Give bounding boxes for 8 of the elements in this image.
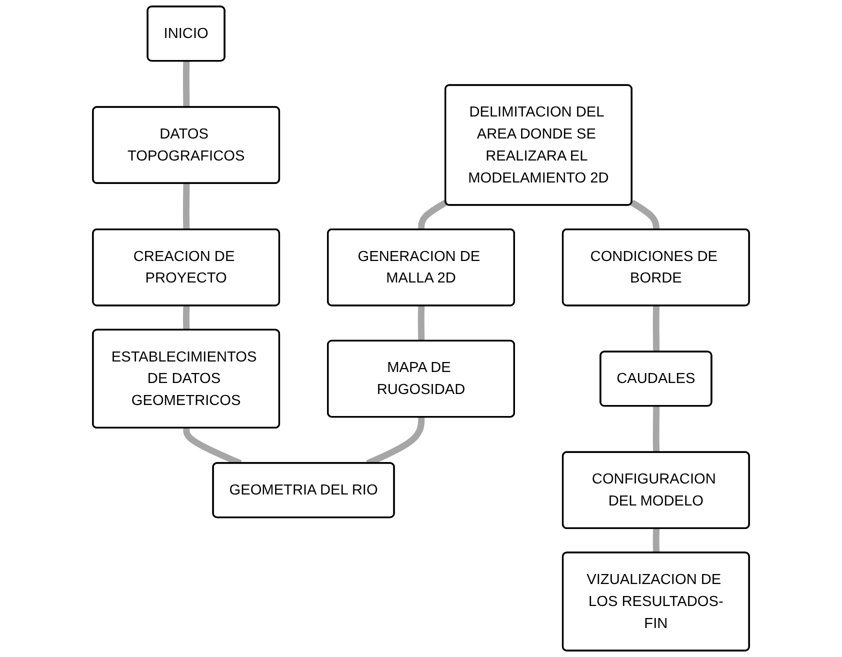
connector	[418, 200, 448, 231]
connector	[182, 183, 190, 231]
connector	[652, 304, 660, 352]
connector	[630, 200, 660, 231]
connector	[652, 406, 660, 454]
connector	[182, 304, 190, 332]
connector	[182, 60, 190, 108]
connector	[418, 304, 425, 342]
